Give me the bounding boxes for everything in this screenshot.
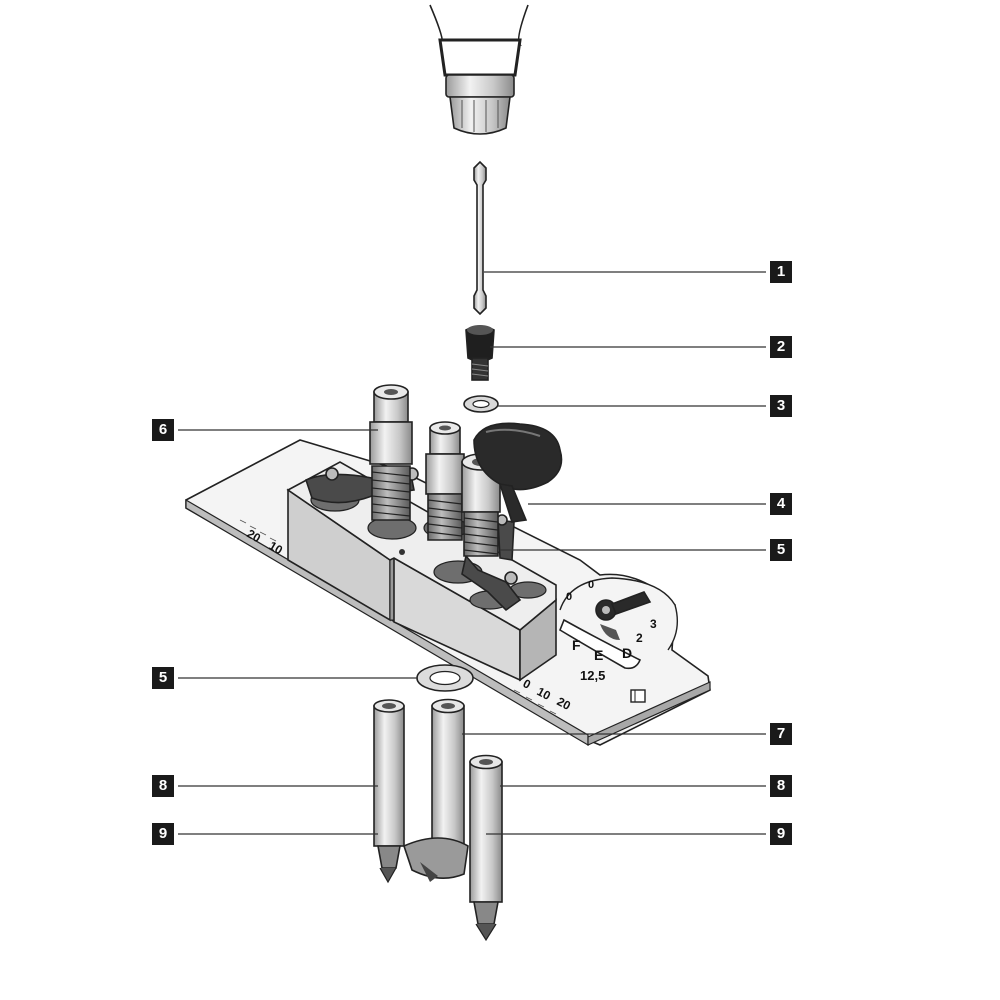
drill-bit-left — [373, 699, 405, 884]
callout-2: 2 — [770, 336, 792, 358]
guide-bushing-middle — [425, 421, 465, 541]
clamping-knob — [473, 422, 563, 523]
callout-9-right: 9 — [770, 823, 792, 845]
dial-digit-0a: 0 — [566, 591, 572, 603]
right-scale-label-20: 20 — [555, 694, 574, 713]
dial-letter-f: F — [572, 637, 581, 653]
dial-digit-0b: 0 — [588, 579, 594, 591]
callout-8-right: 8 — [770, 775, 792, 797]
callout-4: 4 — [770, 493, 792, 515]
spacer-ring — [416, 664, 474, 692]
callout-5-left: 5 — [152, 667, 174, 689]
guide-bushing-left — [369, 384, 413, 521]
dial-letter-d: D — [622, 645, 632, 661]
socket-screw — [465, 325, 495, 381]
left-scale-label-10: 10 — [267, 538, 286, 557]
drill-bit-middle — [403, 698, 469, 882]
hex-bit — [473, 160, 487, 316]
callout-7: 7 — [770, 723, 792, 745]
washer — [463, 395, 499, 413]
right-scale-label-10: 10 — [535, 684, 554, 703]
angle-dial: F E D 12,5 0 0 3 2 — [559, 577, 678, 683]
callout-8-left: 8 — [152, 775, 174, 797]
left-scale-label-20: 20 — [245, 526, 264, 545]
leader-lines — [178, 271, 766, 835]
dial-digit-3: 3 — [650, 617, 657, 631]
callout-5-right: 5 — [770, 539, 792, 561]
callout-3: 3 — [770, 395, 792, 417]
callout-9-left: 9 — [152, 823, 174, 845]
dial-digit-2: 2 — [636, 631, 643, 645]
dial-letter-e: E — [594, 647, 603, 663]
dial-value: 12,5 — [580, 668, 605, 683]
callout-6: 6 — [152, 419, 174, 441]
drill-bit-right — [469, 754, 503, 942]
drill-chuck — [429, 4, 529, 135]
callout-1: 1 — [770, 261, 792, 283]
left-scale: 20 10 — [245, 526, 286, 557]
